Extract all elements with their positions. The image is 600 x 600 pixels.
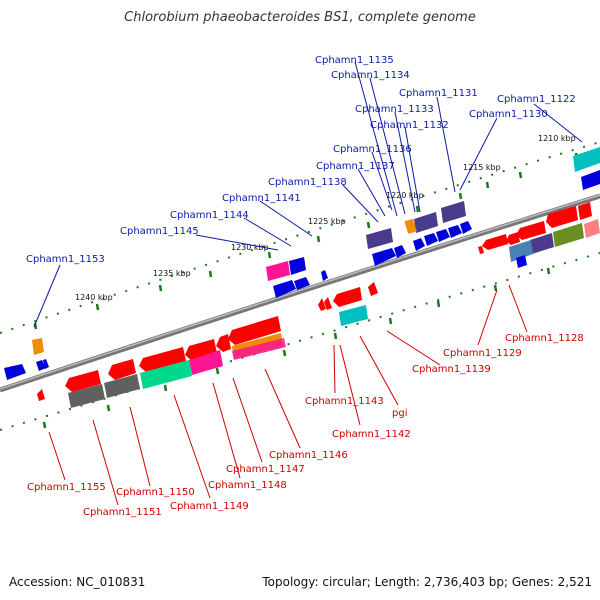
reverse-leader-lines [48,284,528,506]
gene-label[interactable]: Cphamn1_1144 [170,210,249,221]
kbp-label: 1235 kbp [153,269,191,278]
gene-feature[interactable] [294,277,310,290]
gene-feature[interactable] [43,359,49,369]
gene-feature[interactable] [553,223,584,247]
gene-feature[interactable] [516,221,546,240]
gene-label[interactable]: Cphamn1_1155 [27,482,106,493]
gene-feature[interactable] [448,225,462,238]
gene-label[interactable]: Cphamn1_1134 [331,70,410,81]
gene-label[interactable]: Cphamn1_1129 [443,348,522,359]
gene-label[interactable]: Cphamn1_1146 [269,450,348,461]
gene-feature[interactable] [478,246,484,254]
gene-label[interactable]: Cphamn1_1128 [505,333,584,344]
gene-feature[interactable] [232,338,286,360]
outer-tick-track [0,141,600,334]
forward-leader-lines [33,61,583,328]
gene-feature[interactable] [424,233,438,246]
gene-feature[interactable] [266,261,290,281]
gene-label[interactable]: Cphamn1_1122 [497,94,576,105]
gene-feature[interactable] [104,374,140,398]
gene-feature[interactable] [139,347,186,372]
gene-feature[interactable] [140,360,192,389]
gene-feature[interactable] [4,364,26,380]
gene-label[interactable]: Cphamn1_1153 [26,254,105,265]
gene-feature[interactable] [372,248,396,266]
kbp-label: 1230 kbp [231,243,269,252]
gene-label[interactable]: Cphamn1_1132 [370,120,449,131]
forward-strand-genes [4,147,600,380]
gene-feature[interactable] [321,270,328,281]
gene-feature[interactable] [460,221,472,234]
genome-backbone [0,193,600,393]
reverse-gene-labels: Cphamn1_1128 Cphamn1_1129 Cphamn1_1139 C… [27,333,584,518]
gene-feature[interactable] [289,257,306,275]
gene-feature[interactable] [32,338,44,355]
gene-feature[interactable] [516,255,527,268]
topology-text: Topology: circular; Length: 2,736,403 bp… [262,575,592,589]
gene-feature[interactable] [506,232,520,245]
gene-label[interactable]: Cphamn1_1136 [333,144,412,155]
kbp-label: 1220 kbp [386,191,424,200]
genome-backbone-highlight [0,194,600,390]
gene-feature[interactable] [394,245,406,258]
gene-label[interactable]: Cphamn1_1133 [355,104,434,115]
gene-feature[interactable] [36,360,46,371]
gene-feature[interactable] [108,359,136,380]
gene-feature[interactable] [65,370,101,392]
gene-feature[interactable] [414,212,438,233]
gene-feature[interactable] [68,384,105,408]
gene-label[interactable]: Cphamn1_1147 [226,464,305,475]
gene-label[interactable]: Cphamn1_1148 [208,480,287,491]
gene-feature[interactable] [37,389,45,401]
gene-feature[interactable] [318,298,326,311]
gene-label[interactable]: Cphamn1_1143 [305,396,384,407]
kbp-label: 1240 kbp [75,293,113,302]
kbp-label: 1210 kbp [538,134,576,143]
gene-feature[interactable] [436,229,450,242]
gene-label[interactable]: pgi [392,408,407,419]
gene-feature[interactable] [324,297,332,310]
kbp-label: 1215 kbp [463,163,501,172]
gene-feature[interactable] [333,287,362,307]
gene-label[interactable]: Cphamn1_1151 [83,507,162,518]
gene-feature[interactable] [404,218,417,234]
gene-feature[interactable] [578,202,592,220]
inner-major-ticks [42,267,551,429]
gene-label[interactable]: Cphamn1_1139 [412,364,491,375]
gene-feature[interactable] [189,350,223,375]
gene-feature[interactable] [581,170,600,190]
gene-feature[interactable] [368,282,378,296]
gene-feature[interactable] [509,240,533,262]
gene-label[interactable]: Cphamn1_1138 [268,177,347,188]
gene-feature[interactable] [441,201,466,223]
gene-feature[interactable] [339,305,368,326]
gene-feature[interactable] [546,206,578,228]
inner-tick-track [0,252,600,431]
gene-label[interactable]: Cphamn1_1141 [222,193,301,204]
gene-label[interactable]: Cphamn1_1145 [120,226,199,237]
gene-feature[interactable] [482,234,508,250]
gene-feature[interactable] [216,334,231,352]
gene-label[interactable]: Cphamn1_1137 [316,161,395,172]
gene-feature[interactable] [228,316,281,345]
gene-label[interactable]: Cphamn1_1142 [332,429,411,440]
gene-feature[interactable] [366,228,393,249]
gene-feature[interactable] [273,280,296,298]
kbp-label: 1225 kbp [308,217,346,226]
reverse-strand-genes [37,202,600,408]
gene-label[interactable]: Cphamn1_1150 [116,487,195,498]
map-title: Chlorobium phaeobacteroides BS1, complet… [124,10,476,25]
forward-gene-labels: Cphamn1_1135 Cphamn1_1134 Cphamn1_1131 C… [26,55,576,265]
gene-feature[interactable] [413,238,425,251]
gene-label[interactable]: Cphamn1_1149 [170,501,249,512]
gene-feature[interactable] [573,147,600,172]
gene-label[interactable]: Cphamn1_1135 [315,55,394,66]
gene-feature[interactable] [530,233,554,254]
accession-text: Accession: NC_010831 [9,575,146,589]
gene-label[interactable]: Cphamn1_1131 [399,88,478,99]
gene-label[interactable]: Cphamn1_1130 [469,109,548,120]
gene-feature[interactable] [584,219,600,238]
